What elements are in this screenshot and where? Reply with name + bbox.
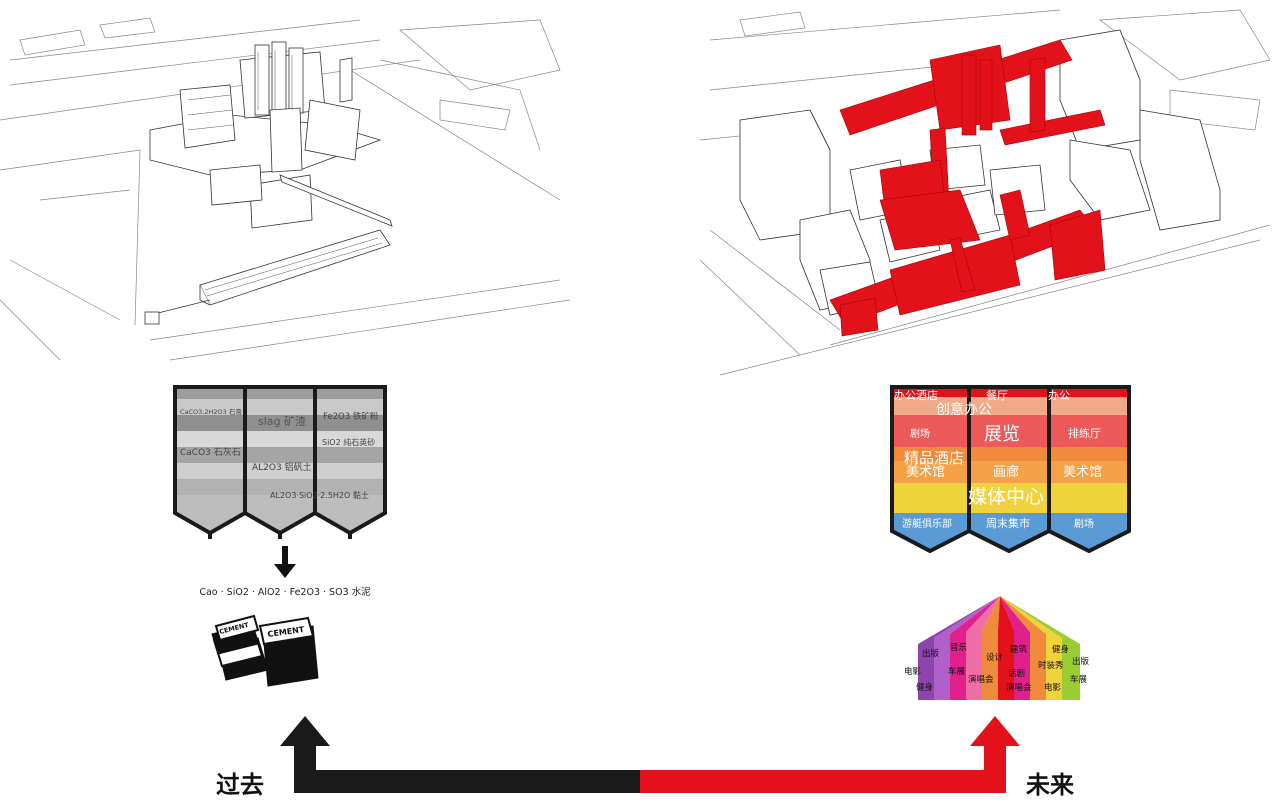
activity-label: 设计 bbox=[986, 652, 1004, 663]
activity-label: 车展 bbox=[1070, 674, 1088, 685]
silo-label: CaCO3.2H2O3 石膏 bbox=[180, 407, 242, 416]
silo-label: Fe2O3 铁矿粉 bbox=[323, 411, 379, 422]
past-to-future-arrow bbox=[280, 716, 1020, 793]
past-site-axonometric bbox=[0, 17, 571, 361]
function-label: 剧场 bbox=[1074, 517, 1094, 530]
up-arrow-icon bbox=[280, 716, 640, 793]
activity-label: 车展 bbox=[948, 666, 966, 677]
down-arrow-icon bbox=[274, 546, 296, 578]
function-label: 美术馆 bbox=[906, 465, 945, 480]
activity-label: 电影 bbox=[904, 666, 922, 677]
function-label: 画廊 bbox=[993, 464, 1019, 480]
silo-label: SiO2 纯石英砂 bbox=[322, 437, 375, 447]
activity-label: 话剧 bbox=[1008, 668, 1025, 679]
function-label: 创意办公 bbox=[936, 401, 992, 418]
function-label: 办公酒店 bbox=[894, 388, 938, 402]
function-label: 媒体中心 bbox=[968, 486, 1044, 508]
past-raw-material-silos: CaCO3.2H2O3 石膏 CaCO3 石灰石 slag 矿渣 AL2O3 铝… bbox=[173, 385, 387, 539]
silo-label: AL2O3·SiO2·2.5H2O 黏土 bbox=[270, 490, 369, 500]
activity-label: 演唱会 bbox=[1006, 682, 1032, 693]
future-label: 未来 bbox=[1026, 771, 1074, 799]
cement-formula: Cao · SiO2 · AlO2 · Fe2O3 · SO3 水泥 bbox=[199, 587, 371, 598]
future-site-axonometric bbox=[700, 9, 1271, 376]
silo-label: slag 矿渣 bbox=[258, 414, 306, 428]
activity-label: 音乐 bbox=[950, 642, 968, 653]
function-label: 办公 bbox=[1048, 389, 1070, 402]
function-label: 精品酒店 bbox=[904, 449, 964, 467]
function-label: 餐厅 bbox=[986, 388, 1008, 402]
silo-label: AL2O3 铝矾土 bbox=[252, 461, 312, 473]
function-label: 周末集市 bbox=[986, 516, 1030, 530]
activity-label: 演唱会 bbox=[968, 674, 994, 685]
activity-tent-diagram: 出版 音乐 建筑 健身 出版 电影 设计 时装秀 车展 演唱会 话剧 车展 健身… bbox=[904, 596, 1090, 700]
activity-label: 健身 bbox=[1052, 644, 1069, 655]
activity-label: 出版 bbox=[1072, 656, 1090, 667]
past-label: 过去 bbox=[216, 771, 264, 799]
activity-label: 电影 bbox=[1044, 682, 1062, 693]
cement-bags-icon: CEMENT CEMENT bbox=[211, 614, 319, 687]
activity-label: 时装秀 bbox=[1038, 660, 1064, 671]
function-label: 美术馆 bbox=[1063, 465, 1102, 480]
function-label: 游艇俱乐部 bbox=[902, 517, 952, 530]
activity-label: 出版 bbox=[922, 648, 940, 659]
function-label: 剧场 bbox=[910, 427, 930, 440]
activity-label: 建筑 bbox=[1010, 644, 1028, 655]
silo-label: CaCO3 石灰石 bbox=[180, 446, 241, 458]
function-label: 展览 bbox=[984, 424, 1020, 445]
activity-label: 健身 bbox=[916, 682, 933, 693]
up-arrow-icon bbox=[640, 716, 1020, 793]
function-label: 排练厅 bbox=[1068, 426, 1101, 440]
future-function-silos: 办公酒店 餐厅 办公 创意办公 剧场 展览 排练厅 精品酒店 美术馆 画廊 美术… bbox=[890, 385, 1131, 554]
